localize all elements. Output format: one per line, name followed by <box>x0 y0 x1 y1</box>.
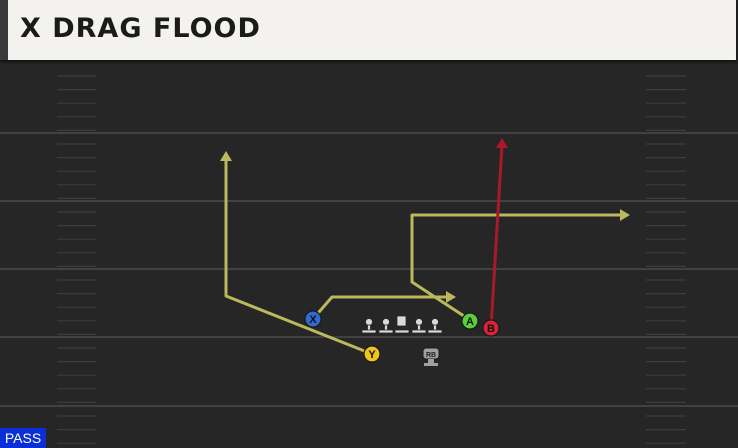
lineman-icon <box>378 318 394 334</box>
player-b-label: B <box>487 323 495 335</box>
player-y-label: Y <box>368 349 376 361</box>
y-route <box>224 156 374 356</box>
running-back-stand <box>428 359 434 363</box>
title-accent <box>0 0 8 60</box>
player-x-label: X <box>309 314 317 326</box>
lineman-icon <box>427 318 443 334</box>
player-rb[interactable]: RB <box>422 347 440 366</box>
play-field: X Y A B RB <box>0 75 738 444</box>
y-route-arrow <box>220 151 232 161</box>
player-y[interactable]: Y <box>363 345 381 363</box>
x-route <box>311 295 450 321</box>
y-receiver-icon <box>363 345 381 363</box>
player-a-label: A <box>466 316 474 328</box>
center-icon <box>394 315 410 334</box>
lineman-icon <box>361 318 377 334</box>
yard-lines <box>0 132 738 407</box>
running-back-base <box>424 363 438 366</box>
player-rb-label: RB <box>426 352 436 359</box>
player-a[interactable]: A <box>461 312 479 330</box>
player-b[interactable]: B <box>482 319 500 337</box>
offensive-line <box>361 315 443 334</box>
b-route <box>489 143 504 330</box>
player-x[interactable]: X <box>304 310 322 328</box>
hash-marks-left <box>57 75 96 444</box>
play-title: X DRAG FLOOD <box>20 13 261 44</box>
x-route-arrow <box>446 291 456 303</box>
a-route-arrow <box>620 209 630 221</box>
a-route <box>410 213 624 322</box>
a-receiver-icon <box>461 312 479 330</box>
b-route-arrow <box>496 138 508 148</box>
lineman-icon <box>411 318 427 334</box>
hash-marks-right <box>646 75 686 444</box>
x-receiver-icon <box>304 310 322 328</box>
routes <box>220 138 630 356</box>
title-bar: X DRAG FLOOD <box>0 0 736 60</box>
b-receiver-icon <box>482 319 500 337</box>
formation-type-badge: PASS <box>0 428 46 448</box>
